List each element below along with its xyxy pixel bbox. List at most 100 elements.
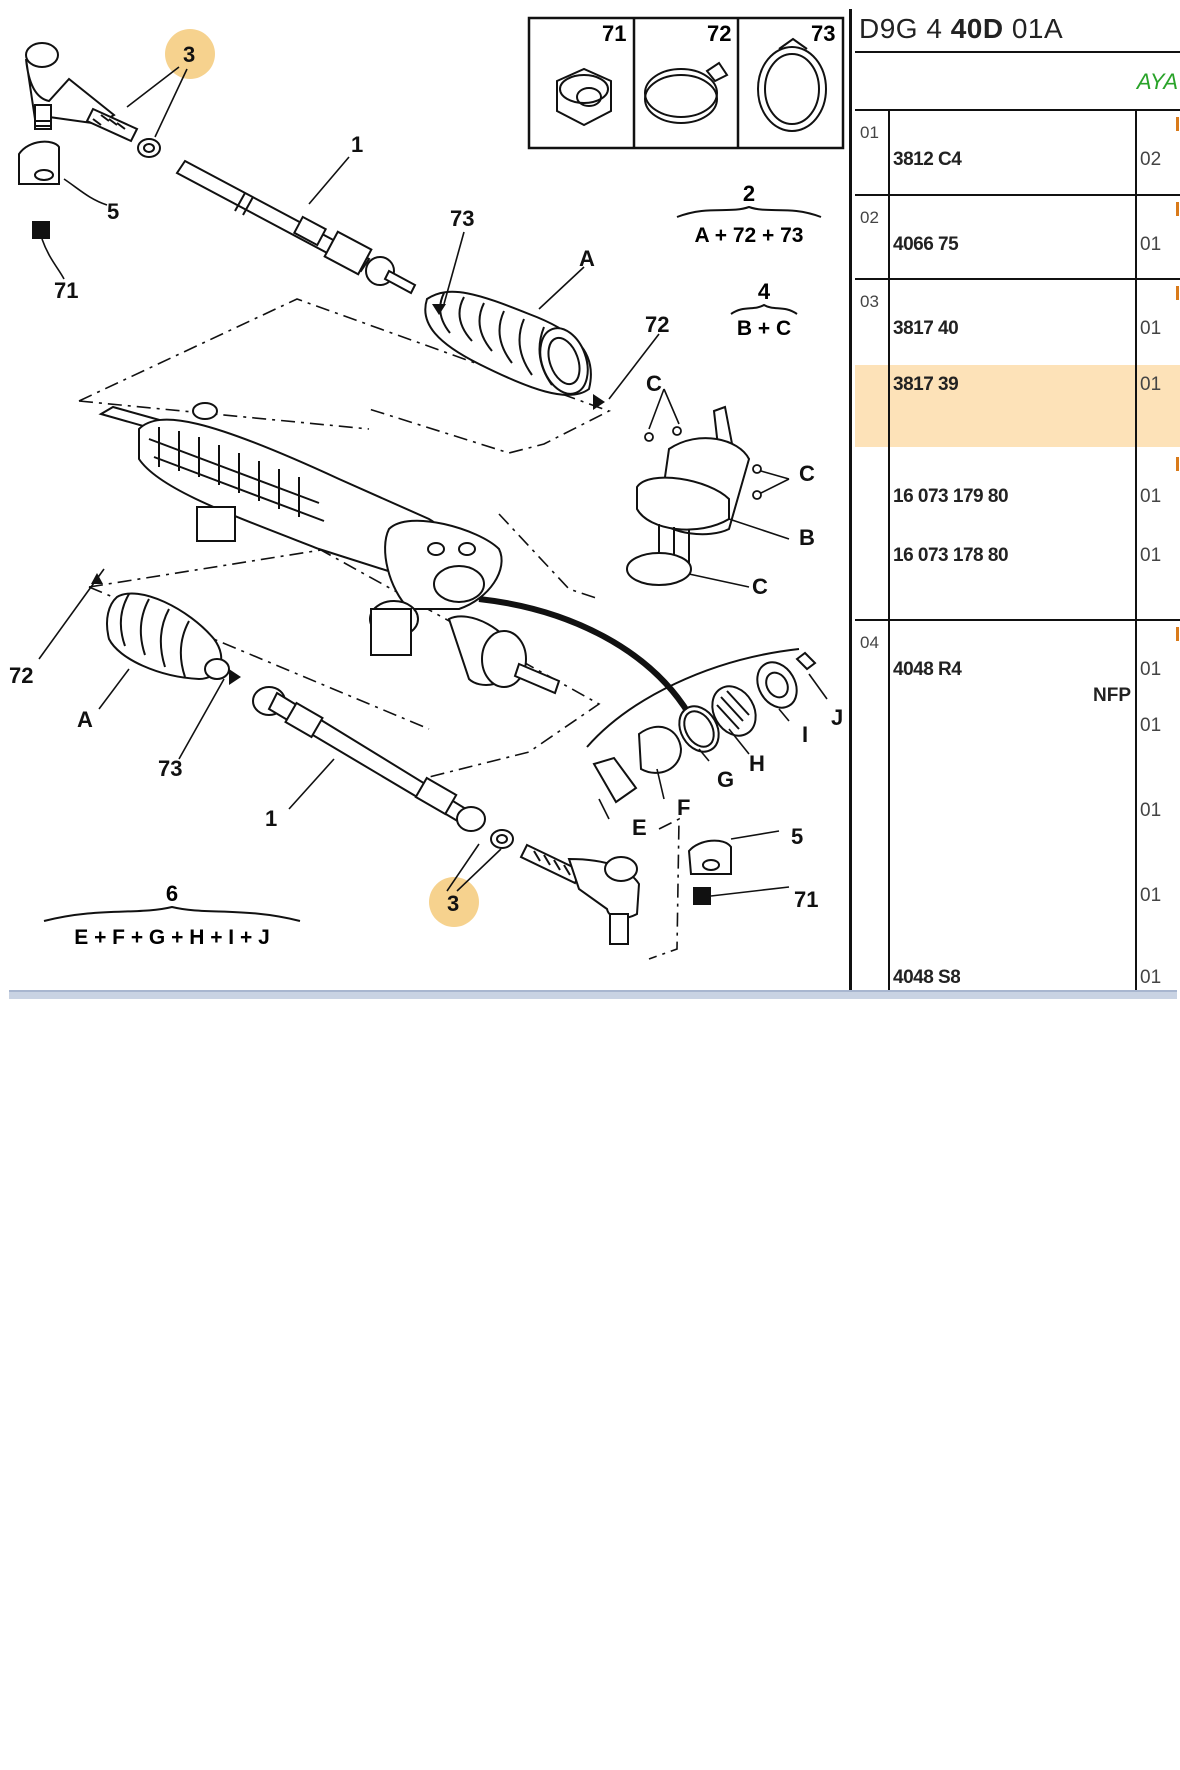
edge-mark	[1176, 117, 1179, 131]
nut-icon	[556, 67, 612, 127]
callout-I: I	[802, 722, 808, 747]
row-rule	[855, 619, 1180, 621]
row-qty: 01	[1140, 374, 1162, 395]
inset-panel: 71 72 73	[527, 16, 845, 150]
row-qty: 01	[1140, 967, 1162, 987]
row-ref-highlighted[interactable]: 3817 39	[893, 374, 959, 395]
washers	[644, 426, 762, 500]
row-rule	[855, 194, 1180, 196]
header-rule-2	[855, 109, 1180, 111]
row-group: 03	[860, 292, 879, 311]
steering-rack-housing	[98, 402, 561, 695]
callout-73-bottom: 73	[158, 756, 182, 781]
bracket-top	[18, 140, 60, 185]
pressure-pad-parts	[592, 651, 817, 804]
bracket-right	[687, 839, 732, 875]
catalog-code-part2: 40D	[950, 13, 1004, 44]
row-ref[interactable]: 4066 75	[893, 234, 959, 255]
callout-J: J	[831, 705, 843, 730]
inset-label-71: 71	[602, 21, 626, 46]
panel-divider	[849, 9, 852, 990]
kit-4: 4 B + C	[730, 279, 798, 340]
leader-lines	[38, 66, 828, 897]
tie-rod-end-top	[25, 42, 161, 158]
highlight-callout-3-top	[165, 29, 215, 79]
row-rule	[855, 278, 1180, 280]
callout-G: G	[717, 767, 734, 792]
kit-6: 6 E + F + G + H + I + J	[43, 881, 301, 949]
pinion-valve	[626, 405, 751, 586]
row-qty: 02	[1140, 149, 1162, 170]
row-group: 01	[860, 123, 879, 142]
row-ref[interactable]: 16 073 179 80	[893, 486, 1009, 507]
edge-mark	[1176, 286, 1179, 300]
callout-C-3: C	[752, 574, 768, 599]
row-qty: 01	[1140, 659, 1162, 680]
row-qty: 01	[1140, 545, 1162, 566]
page-frame: 71 72 73	[9, 9, 1180, 999]
inset-label-73: 73	[811, 21, 835, 46]
row-ref[interactable]: 4048 S8	[893, 967, 961, 987]
callout-H: H	[749, 751, 765, 776]
callout-A-top: A	[579, 246, 595, 271]
callout-B: B	[799, 525, 815, 550]
inner-tie-rod-top	[175, 159, 417, 295]
callout-72-left: 72	[9, 663, 33, 688]
col-rule-1	[888, 109, 890, 990]
band-clamp-icon	[757, 37, 827, 132]
section-subtitle: AYA	[1136, 69, 1178, 94]
callout-1-bottom: 1	[265, 806, 277, 831]
callout-72-top: 72	[645, 312, 669, 337]
callout-1-top: 1	[351, 132, 363, 157]
inner-tie-rod-bottom	[252, 686, 486, 832]
row-qty: 01	[1140, 800, 1162, 821]
edge-mark	[1176, 202, 1179, 216]
detail-arc-thin	[586, 648, 800, 748]
inset-label-72: 72	[707, 21, 731, 46]
kit-2-number: 2	[743, 181, 755, 206]
row-ref[interactable]: 3812 C4	[893, 149, 962, 170]
row-highlight	[855, 365, 1180, 447]
bellows-boot-bottom	[106, 592, 230, 681]
row-ref[interactable]: 16 073 178 80	[893, 545, 1009, 566]
highlight-callout-3-bottom	[429, 877, 479, 927]
callout-71-left: 71	[54, 278, 78, 303]
row-qty: 01	[1140, 715, 1162, 736]
kit-4-number: 4	[758, 279, 771, 304]
edge-mark	[1176, 627, 1179, 641]
row-group: 04	[860, 633, 879, 652]
catalog-code: D9G 4 40D 01A	[859, 13, 1063, 45]
kit-6-formula: E + F + G + H + I + J	[74, 926, 270, 949]
window-bottom-border	[9, 990, 1177, 999]
callout-C-2: C	[799, 461, 815, 486]
callout-71-right: 71	[794, 887, 818, 912]
callout-A-bottom: A	[77, 707, 93, 732]
nfp-note: NFP	[1093, 685, 1131, 706]
callout-3-top: 3	[183, 42, 195, 67]
kit-2: 2 A + 72 + 73	[676, 181, 822, 247]
tie-rod-end-bottom	[490, 829, 641, 945]
row-qty: 01	[1140, 318, 1162, 339]
clamp-icon	[644, 61, 729, 124]
row-qty: 01	[1140, 885, 1162, 906]
square-marker-71-right	[693, 887, 711, 905]
row-ref[interactable]: 3817 40	[893, 318, 959, 339]
bellows-boot-top	[424, 290, 592, 396]
row-ref[interactable]: 4048 R4	[893, 659, 962, 680]
row-group: 02	[860, 208, 879, 227]
row-qty: 01	[1140, 234, 1162, 255]
callout-5-left: 5	[107, 199, 119, 224]
callout-F: F	[677, 795, 690, 820]
kit-6-number: 6	[166, 881, 178, 906]
arrow-markers	[91, 304, 605, 685]
callout-5-right: 5	[791, 824, 803, 849]
parts-table: D9G 4 40D 01A AYA 01 3812 C4 02 02 4066 …	[855, 9, 1180, 990]
callout-E: E	[632, 815, 647, 840]
row-qty: 01	[1140, 486, 1162, 507]
kit-4-formula: B + C	[737, 317, 791, 340]
catalog-code-part1: D9G 4	[859, 13, 951, 44]
header-rule	[855, 51, 1180, 53]
kit-2-formula: A + 72 + 73	[695, 224, 804, 247]
edge-mark	[1176, 457, 1179, 471]
detail-arc	[478, 596, 692, 716]
